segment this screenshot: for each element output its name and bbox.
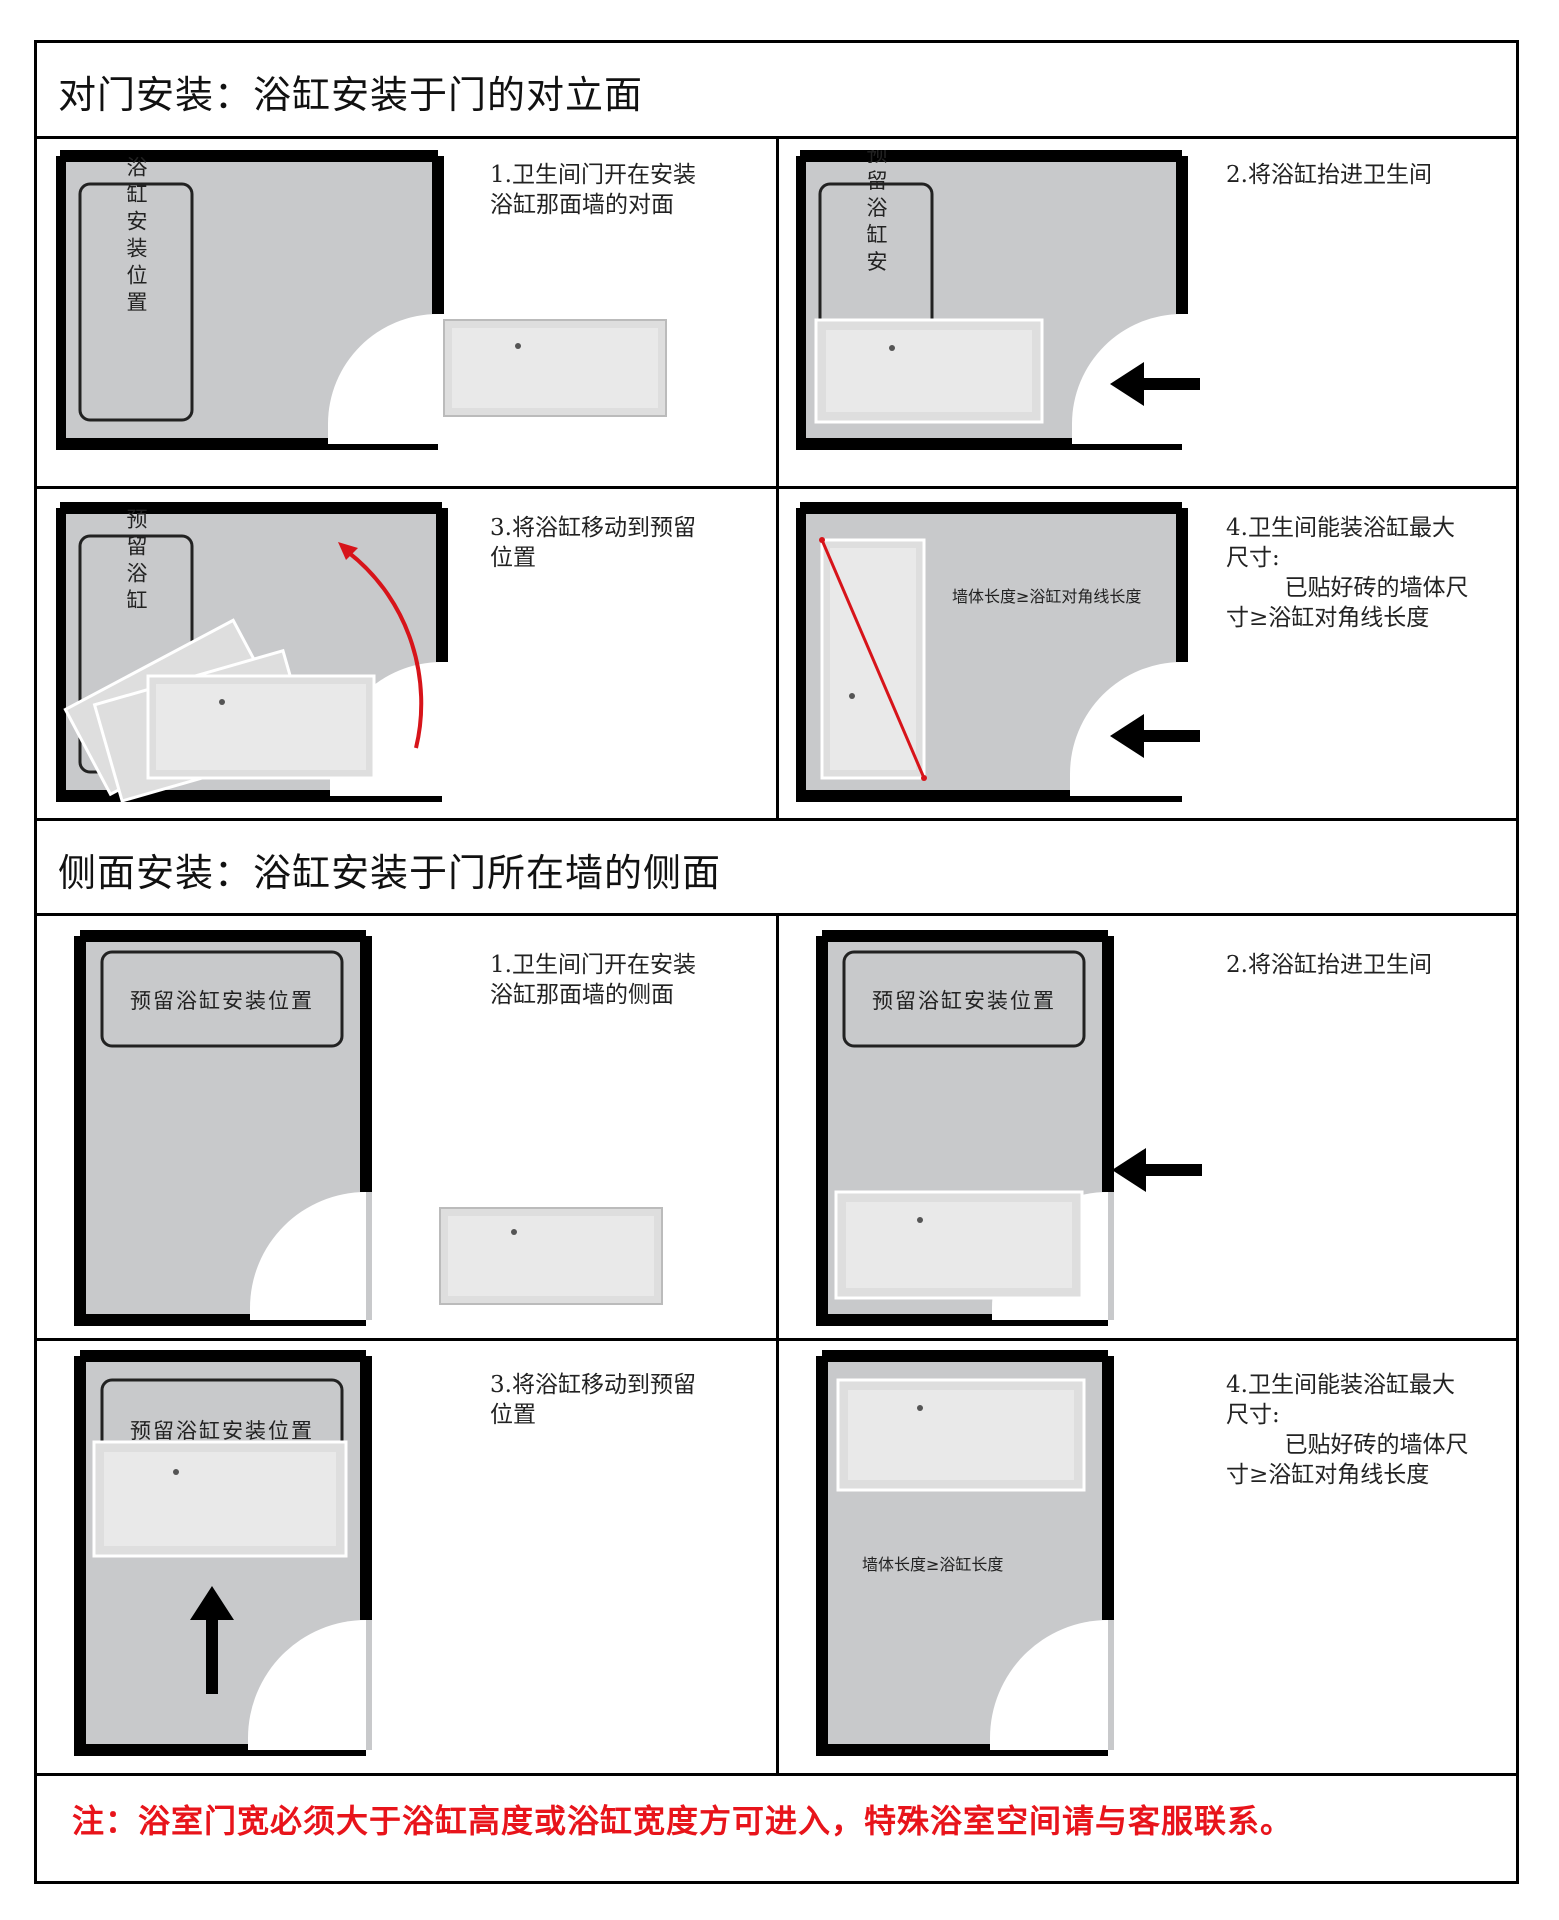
divider	[776, 136, 779, 818]
floor-plan: 预留浴缸安装位置	[816, 930, 1202, 1326]
step-text: 1.卫生间门开在安装 浴缸那面墙的对面	[490, 162, 696, 218]
drain-icon	[917, 1405, 923, 1411]
note-text: 注：浴室门宽必须大于浴缸高度或浴缸宽度方可进入，特殊浴室空间请与客服联系。	[72, 1802, 1294, 1840]
divider	[776, 913, 779, 1773]
step-text: 3.将浴缸移动到预留 位置	[490, 515, 696, 571]
drain-icon	[173, 1469, 179, 1475]
section-title: 侧面安装：浴缸安装于门所在墙的侧面	[58, 851, 722, 895]
step-text: 4.卫生间能装浴缸最大 尺寸: 已贴好砖的墙体尺 寸≥浴缸对角线长度	[1226, 1372, 1469, 1488]
drain-icon	[917, 1217, 923, 1223]
reserved-label: 预留浴缸安装位置	[872, 989, 1056, 1013]
arrow-left-icon	[1110, 362, 1200, 406]
floor-plan: 预留浴缸安装位置	[56, 150, 667, 450]
floor-plan: 预留浴缸安装位置	[74, 930, 663, 1326]
drain-icon	[511, 1229, 517, 1235]
floor-plan: 墙体长度≥浴缸对角线长度	[796, 502, 1200, 802]
reserved-label: 预留浴缸安装位置	[124, 150, 148, 318]
divider	[34, 1773, 1519, 1776]
reserved-area	[78, 182, 194, 422]
divider	[34, 818, 1519, 821]
step-text: 3.将浴缸移动到预留 位置	[490, 1372, 696, 1428]
reserved-label: 预留浴缸安	[864, 150, 888, 278]
dimension-label: 墙体长度≥浴缸长度	[862, 1555, 1003, 1574]
floor-plan: 预留浴缸安装位置	[74, 1350, 372, 1756]
drain-icon	[889, 345, 895, 351]
diagonal-line	[820, 539, 926, 779]
arrow-up-icon	[190, 1586, 234, 1694]
step-text: 1.卫生间门开在安装 浴缸那面墙的侧面	[490, 952, 696, 1008]
dimension-label: 墙体长度≥浴缸对角线长度	[952, 587, 1141, 606]
reserved-area	[100, 950, 344, 1048]
rotation-arrow-icon	[346, 550, 424, 749]
arrow-left-icon	[1112, 1148, 1202, 1192]
floor-plan: 预留浴缸	[56, 502, 448, 802]
step-text: 2.将浴缸抬进卫生间	[1226, 162, 1432, 188]
section-title: 对门安装：浴缸安装于门的对立面	[58, 73, 644, 117]
step-text: 4.卫生间能装浴缸最大 尺寸: 已贴好砖的墙体尺 寸≥浴缸对角线长度	[1226, 515, 1469, 631]
reserved-label: 预留浴缸安装位置	[130, 1419, 314, 1443]
drain-icon	[219, 699, 225, 705]
floor-plan: 墙体长度≥浴缸长度	[816, 1350, 1114, 1756]
drain-icon	[515, 343, 521, 349]
reserved-label: 预留浴缸	[124, 508, 148, 616]
drain-icon	[849, 693, 855, 699]
floor-plan: 预留浴缸安	[796, 150, 1200, 450]
arrow-left-icon	[1110, 714, 1200, 758]
step-text: 2.将浴缸抬进卫生间	[1226, 952, 1432, 978]
reserved-label: 预留浴缸安装位置	[130, 989, 314, 1013]
diagram-frame	[34, 40, 1519, 1884]
reserved-area	[842, 950, 1086, 1048]
